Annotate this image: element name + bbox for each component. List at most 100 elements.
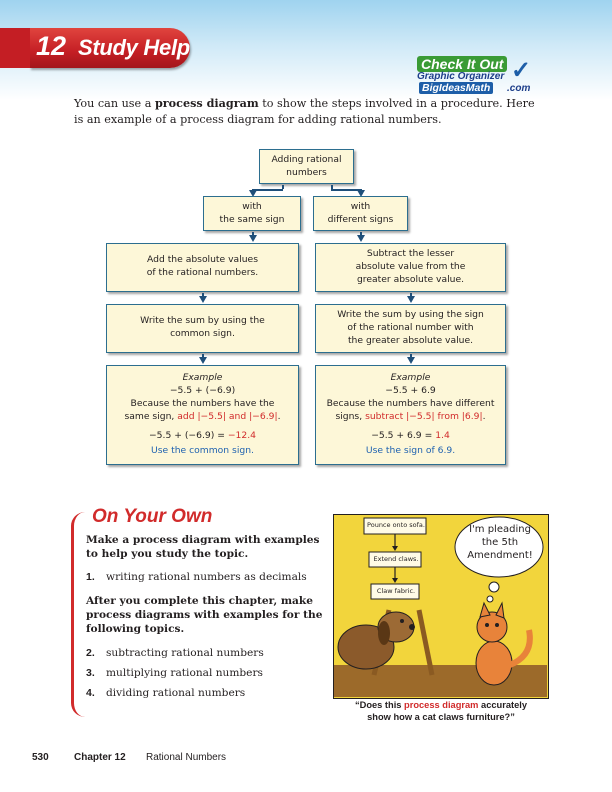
box-line: different signs: [314, 213, 407, 226]
item-text: multiplying rational numbers: [106, 667, 263, 679]
bubble-text: I'm pleading the 5th Amendment!: [456, 523, 544, 562]
example-result: −5.5 + (−6.9) = −12.4: [107, 429, 298, 442]
dog-eye: [400, 619, 404, 623]
website-name: BigIdeasMath: [419, 82, 493, 94]
arrow-head: [199, 296, 207, 303]
result-lhs: −5.5 + (−6.9) =: [149, 430, 228, 441]
arrow-head: [249, 235, 257, 242]
sign-3-text: Claw fabric.: [372, 587, 420, 595]
chapter-header: 12 Study Help: [30, 28, 190, 68]
cat-ear: [480, 603, 490, 617]
diagram-branch-different-signs: with different signs: [313, 196, 408, 231]
arrow-head: [199, 357, 207, 364]
oyo-instruction-1: Make a process diagram with examples to …: [86, 533, 326, 561]
reason-text: signs,: [335, 411, 365, 422]
box-line: Add the absolute values: [107, 253, 298, 266]
oyo-item-3: 3.multiplying rational numbers: [86, 666, 326, 680]
checkmark-icon: ✓: [511, 56, 531, 85]
diagram-right-step2: Write the sum by using the sign of the r…: [315, 304, 506, 353]
example-expression: −5.5 + 6.9: [316, 384, 505, 397]
website-domain: .com: [507, 83, 530, 94]
arrow-head: [407, 357, 415, 364]
dog-ear: [378, 621, 390, 645]
arrow-head: [407, 296, 415, 303]
reason-highlight: add |−5.5| and |−6.9|: [177, 411, 277, 422]
box-line: with: [314, 200, 407, 213]
cartoon-arrow-head: [392, 578, 398, 583]
item-number: 3.: [86, 666, 106, 680]
example-expression: −5.5 + (−6.9): [107, 384, 298, 397]
box-line: numbers: [260, 166, 353, 179]
page-number: 530: [32, 752, 49, 763]
item-number: 4.: [86, 686, 106, 700]
item-text: subtracting rational numbers: [106, 647, 264, 659]
caption-text: show how a cat claws furniture?”: [367, 712, 515, 722]
graphic-organizer-text: Graphic Organizer: [417, 71, 504, 82]
bubble-dot: [489, 582, 499, 592]
footer-chapter-title: Rational Numbers: [146, 752, 226, 763]
diagram-right-step1: Subtract the lesser absolute value from …: [315, 243, 506, 292]
caption-text: accurately: [478, 700, 527, 710]
item-text: writing rational numbers as decimals: [106, 571, 307, 583]
arrow-head: [357, 235, 365, 242]
diagram-branch-same-sign: with the same sign: [203, 196, 301, 231]
box-line: common sign.: [107, 327, 298, 340]
example-reason: Because the numbers have the: [107, 397, 298, 410]
caption-highlight: process diagram: [404, 700, 478, 710]
item-number: 2.: [86, 646, 106, 660]
page-title: Study Help: [78, 35, 190, 61]
result-value: 1.4: [435, 430, 450, 441]
oyo-item-1: 1.writing rational numbers as decimals: [86, 570, 326, 584]
footer-chapter: Chapter 12: [74, 752, 126, 763]
sign-1-text: Pounce onto sofa.: [365, 521, 427, 529]
box-line: of the rational numbers.: [107, 266, 298, 279]
reason-text: same sign,: [124, 411, 177, 422]
bubble-line: I'm pleading: [456, 523, 544, 536]
cartoon-floor: [334, 665, 547, 697]
box-line: Write the sum by using the sign: [316, 308, 505, 321]
result-value: −12.4: [228, 430, 256, 441]
intro-text-1: You can use a: [74, 97, 155, 110]
check-it-out-logo[interactable]: Check It Out ✓ Graphic Organizer BigIdea…: [413, 56, 538, 96]
diagram-right-example: Example −5.5 + 6.9 Because the numbers h…: [315, 365, 506, 465]
cat-ear: [496, 603, 504, 618]
intro-bold-term: process diagram: [155, 96, 259, 110]
example-reason: Because the numbers have different: [316, 397, 505, 410]
bubble-line: the 5th: [456, 536, 544, 549]
result-lhs: −5.5 + 6.9 =: [371, 430, 435, 441]
example-label: Example: [107, 371, 298, 384]
box-line: greater absolute value.: [316, 273, 505, 286]
item-number: 1.: [86, 570, 106, 584]
example-note: Use the common sign.: [107, 444, 298, 457]
oyo-item-4: 4.dividing rational numbers: [86, 686, 326, 700]
reason-highlight: subtract |−5.5| from |6.9|: [365, 411, 483, 422]
box-line: Adding rational: [260, 153, 353, 166]
reason-text: .: [483, 411, 486, 422]
box-line: the same sign: [204, 213, 300, 226]
bubble-dot: [487, 596, 493, 602]
sign-2-text: Extend claws.: [370, 555, 422, 563]
diagram-left-step1: Add the absolute values of the rational …: [106, 243, 299, 292]
box-line: of the rational number with: [316, 321, 505, 334]
box-line: Subtract the lesser: [316, 247, 505, 260]
cat-eye: [485, 623, 489, 627]
cartoon-illustration: Pounce onto sofa. Extend claws. Claw fab…: [333, 514, 549, 699]
check-it-out-text: Check It Out: [417, 56, 507, 72]
example-result: −5.5 + 6.9 = 1.4: [316, 429, 505, 442]
example-reason: signs, subtract |−5.5| from |6.9|.: [316, 410, 505, 423]
caption-text: “Does this: [355, 700, 404, 710]
cartoon-arrow-head: [392, 546, 398, 551]
cat-eye: [495, 623, 499, 627]
box-line: the greater absolute value.: [316, 334, 505, 347]
diagram-left-step2: Write the sum by using the common sign.: [106, 304, 299, 353]
box-line: absolute value from the: [316, 260, 505, 273]
diagram-left-example: Example −5.5 + (−6.9) Because the number…: [106, 365, 299, 465]
on-your-own-heading: On Your Own: [88, 506, 216, 528]
example-note: Use the sign of 6.9.: [316, 444, 505, 457]
chapter-number: 12: [36, 31, 66, 62]
cat-tail: [510, 630, 530, 665]
box-line: Write the sum by using the: [107, 314, 298, 327]
dog-nose: [409, 624, 415, 630]
diagram-top-box: Adding rational numbers: [259, 149, 354, 184]
example-label: Example: [316, 371, 505, 384]
